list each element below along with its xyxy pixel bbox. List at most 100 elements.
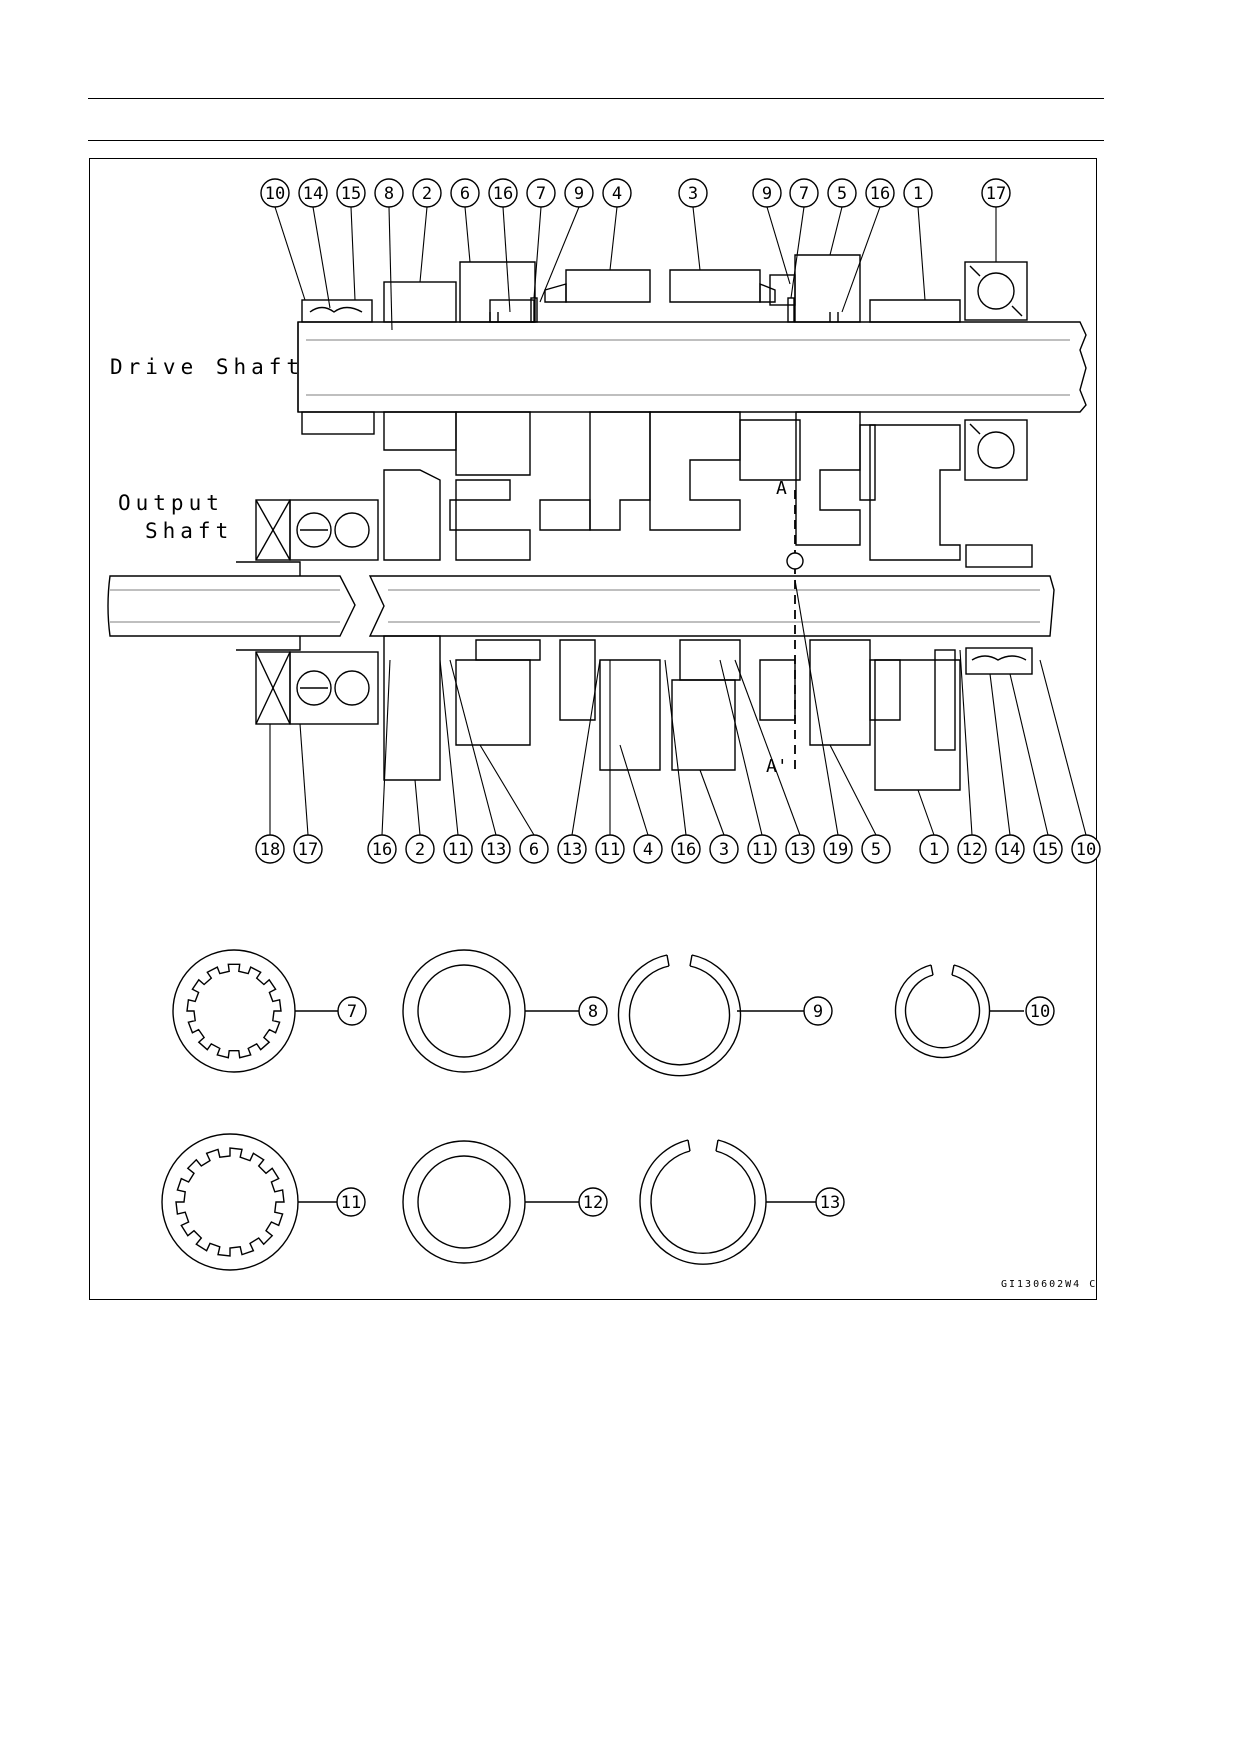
drive-shaft-upper-parts — [301, 254, 1028, 323]
svg-text:12: 12 — [583, 1193, 603, 1213]
output-shaft-gears — [383, 635, 1033, 791]
bottom-callout-16-10: 16 — [671, 834, 701, 864]
svg-text:5: 5 — [871, 840, 881, 860]
output-shaft — [107, 561, 1055, 651]
svg-text:9: 9 — [574, 184, 584, 204]
svg-text:15: 15 — [341, 184, 361, 204]
top-callout-16-14: 16 — [865, 178, 895, 208]
svg-text:11: 11 — [600, 840, 620, 860]
svg-text:9: 9 — [813, 1002, 823, 1022]
svg-text:19: 19 — [828, 840, 848, 860]
svg-text:8: 8 — [384, 184, 394, 204]
svg-text:11: 11 — [341, 1193, 361, 1213]
top-callout-7-12: 7 — [789, 178, 819, 208]
svg-text:3: 3 — [688, 184, 698, 204]
svg-text:4: 4 — [612, 184, 622, 204]
bottom-callout-11-12: 11 — [747, 834, 777, 864]
part-10-callout: 10 — [1025, 996, 1055, 1026]
part-8-washer — [402, 949, 579, 1073]
svg-text:2: 2 — [422, 184, 432, 204]
output-shaft-left-bearings — [255, 499, 379, 725]
svg-text:18: 18 — [260, 840, 280, 860]
part-callouts: 7 8 9 10 11 12 13 — [336, 996, 1055, 1217]
bottom-callout-3-11: 3 — [709, 834, 739, 864]
svg-text:7: 7 — [347, 1002, 357, 1022]
top-callout-3-10: 3 — [678, 178, 708, 208]
section-line — [786, 490, 804, 775]
output-shaft-label-line2: Shaft — [145, 519, 233, 543]
svg-text:12: 12 — [962, 840, 982, 860]
top-callout-17-16: 17 — [981, 178, 1011, 208]
top-callout-4-9: 4 — [602, 178, 632, 208]
svg-text:13: 13 — [820, 1193, 840, 1213]
bottom-callout-14-18: 14 — [995, 834, 1025, 864]
section-label-a: A — [776, 478, 787, 499]
svg-text:6: 6 — [460, 184, 470, 204]
svg-text:1: 1 — [929, 840, 939, 860]
bottom-callout-13-5: 13 — [481, 834, 511, 864]
bottom-callout-17-1: 17 — [293, 834, 323, 864]
bottom-callout-2-3: 2 — [405, 834, 435, 864]
top-callout-6-5: 6 — [450, 178, 480, 208]
bottom-callout-5-15: 5 — [861, 834, 891, 864]
bottom-callout-13-7: 13 — [557, 834, 587, 864]
svg-text:10: 10 — [1030, 1002, 1050, 1022]
svg-text:8: 8 — [588, 1002, 598, 1022]
bottom-callout-16-2: 16 — [367, 834, 397, 864]
svg-text:9: 9 — [762, 184, 772, 204]
svg-text:14: 14 — [1000, 840, 1020, 860]
bottom-callout-1-16: 1 — [919, 834, 949, 864]
top-callout-9-8: 9 — [564, 178, 594, 208]
drive-shaft-lower-parts — [301, 411, 1033, 568]
svg-text:16: 16 — [372, 840, 392, 860]
top-callout-15-2: 15 — [336, 178, 366, 208]
top-callout-8-3: 8 — [374, 178, 404, 208]
part-12-washer — [402, 1140, 579, 1264]
part-11-toothed-washer — [161, 1133, 337, 1271]
bottom-callout-10-20: 10 — [1071, 834, 1101, 864]
svg-text:16: 16 — [870, 184, 890, 204]
part-7-callout: 7 — [337, 996, 367, 1026]
part-7-toothed-washer — [172, 949, 338, 1073]
svg-text:3: 3 — [719, 840, 729, 860]
svg-text:11: 11 — [448, 840, 468, 860]
drawing-code: GI130602W4 C — [1001, 1279, 1097, 1290]
bottom-callout-12-17: 12 — [957, 834, 987, 864]
drive-shaft — [297, 321, 1087, 413]
svg-text:13: 13 — [486, 840, 506, 860]
svg-text:10: 10 — [265, 184, 285, 204]
part-11-callout: 11 — [336, 1187, 366, 1217]
svg-text:10: 10 — [1076, 840, 1096, 860]
top-callout-2-4: 2 — [412, 178, 442, 208]
bottom-callout-18-0: 18 — [255, 834, 285, 864]
part-13-callout: 13 — [815, 1187, 845, 1217]
bottom-callout-13-13: 13 — [785, 834, 815, 864]
bottom-callout-row: 18 17 16 2 11 13 6 13 11 4 16 3 11 13 19 5 1 12 14 15 10 — [255, 579, 1101, 864]
section-label-a-prime: A' — [766, 756, 788, 777]
svg-text:14: 14 — [303, 184, 323, 204]
svg-text:4: 4 — [643, 840, 653, 860]
output-shaft-label-line1: Output — [118, 491, 224, 515]
part-13-circlip — [639, 1139, 816, 1265]
svg-text:17: 17 — [986, 184, 1006, 204]
drive-shaft-label: Drive Shaft — [110, 355, 304, 379]
svg-text:15: 15 — [1038, 840, 1058, 860]
bottom-callout-15-19: 15 — [1033, 834, 1063, 864]
svg-text:5: 5 — [837, 184, 847, 204]
top-callout-9-11: 9 — [752, 178, 782, 208]
header-rule-bottom — [88, 140, 1104, 141]
part-10-circlip — [894, 964, 1024, 1059]
bottom-callout-11-4: 11 — [443, 834, 473, 864]
bottom-callout-4-9: 4 — [633, 834, 663, 864]
part-9-circlip — [617, 954, 804, 1077]
svg-text:2: 2 — [415, 840, 425, 860]
svg-text:16: 16 — [493, 184, 513, 204]
bottom-callout-6-6: 6 — [519, 834, 549, 864]
part-12-callout: 12 — [578, 1187, 608, 1217]
top-callout-7-7: 7 — [526, 178, 556, 208]
part-9-callout: 9 — [803, 996, 833, 1026]
svg-text:16: 16 — [676, 840, 696, 860]
bottom-callout-11-8: 11 — [595, 834, 625, 864]
